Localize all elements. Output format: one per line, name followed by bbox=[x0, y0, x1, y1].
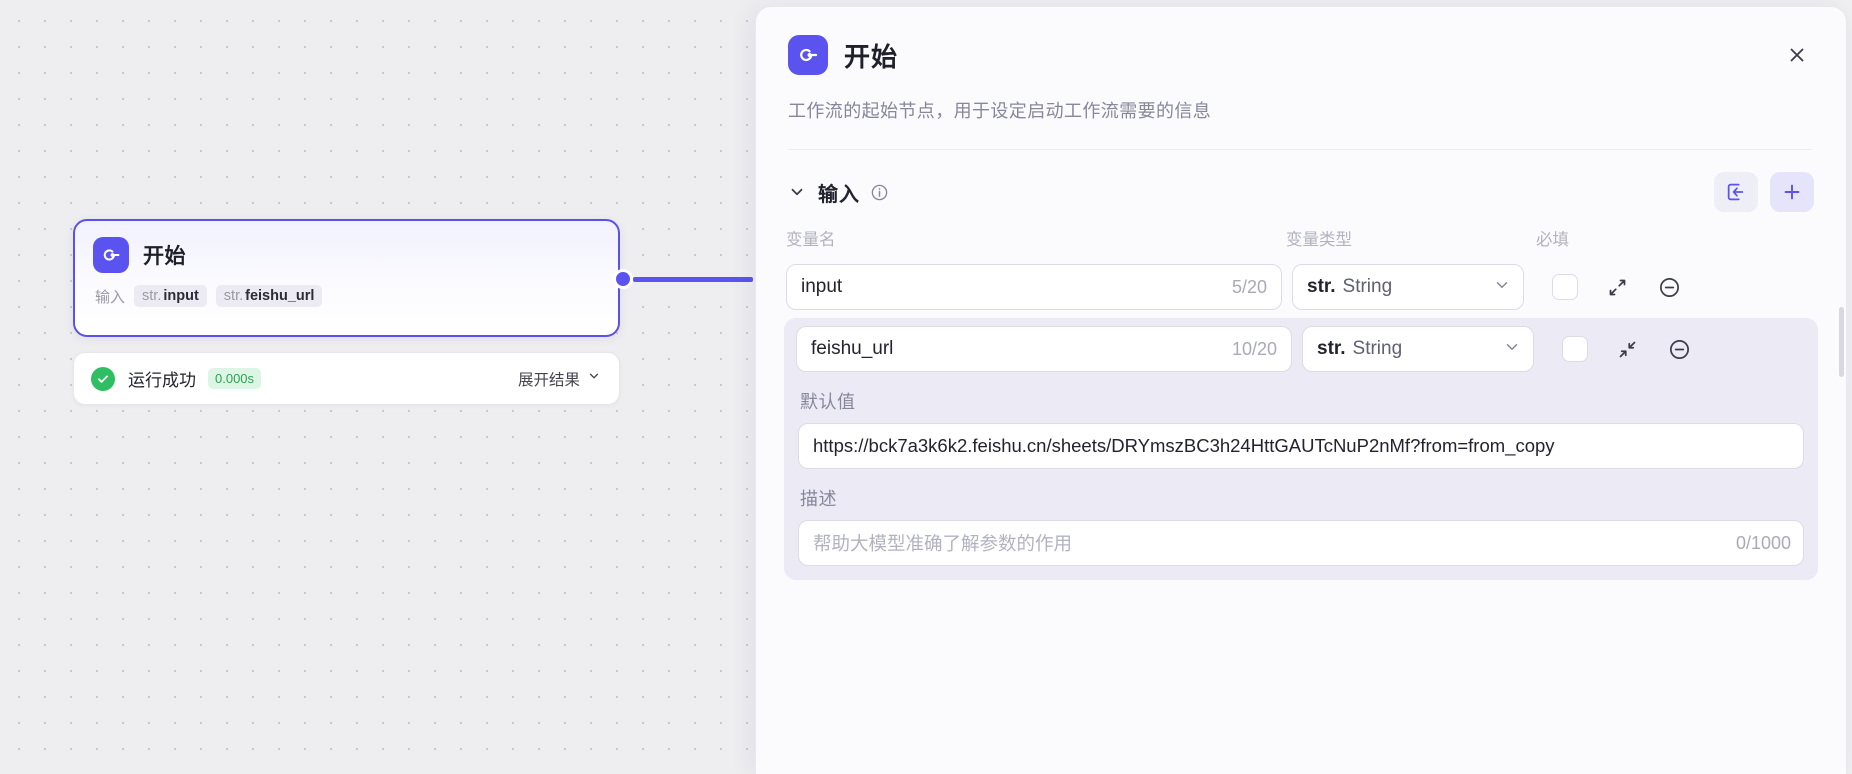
variable-type-prefix: str. bbox=[1307, 276, 1336, 297]
variable-tag-input: str.input bbox=[134, 285, 207, 307]
workflow-canvas[interactable]: 开始 输入 str.input str.feishu_url 运行成功 0.00… bbox=[0, 0, 760, 774]
start-node-variables: 输入 str.input str.feishu_url bbox=[75, 273, 618, 307]
start-node-icon bbox=[93, 237, 129, 273]
start-node-icon bbox=[788, 35, 828, 75]
description-placeholder: 帮助大模型准确了解参数的作用 bbox=[813, 533, 1073, 554]
input-section-title: 输入 bbox=[818, 183, 860, 206]
minus-circle-icon[interactable] bbox=[1664, 334, 1694, 364]
default-value-label: 默认值 bbox=[800, 392, 856, 412]
node-output-port[interactable] bbox=[613, 269, 633, 289]
node-detail-panel: 开始 工作流的起始节点，用于设定启动工作流需要的信息 输入 bbox=[755, 6, 1847, 774]
variable-tag-prefix: str. bbox=[142, 288, 162, 304]
variable-type-name: String bbox=[1352, 338, 1403, 359]
chevron-down-icon bbox=[1493, 276, 1511, 299]
column-header-name: 变量名 bbox=[786, 231, 836, 249]
variable-tag-name: feishu_url bbox=[245, 288, 315, 304]
start-node-header: 开始 bbox=[75, 221, 618, 273]
plus-icon[interactable] bbox=[1770, 172, 1814, 212]
description-block: 描述 帮助大模型准确了解参数的作用 0/1000 bbox=[796, 469, 1806, 566]
variable-type-name: String bbox=[1342, 276, 1393, 297]
start-node-vars-label: 输入 bbox=[95, 288, 126, 306]
minus-circle-icon[interactable] bbox=[1654, 272, 1684, 302]
variable-name-counter: 10/20 bbox=[1231, 338, 1277, 359]
required-checkbox[interactable] bbox=[1552, 274, 1578, 300]
input-columns-header: 变量名 变量类型 必填 bbox=[756, 212, 1846, 250]
variable-name-value: input bbox=[801, 276, 843, 297]
required-checkbox[interactable] bbox=[1562, 336, 1588, 362]
variable-name-input[interactable]: input 5/20 bbox=[786, 264, 1282, 310]
run-duration-badge: 0.000s bbox=[208, 368, 262, 389]
expand-result-button[interactable]: 展开结果 bbox=[518, 368, 601, 390]
panel-header-top: 开始 bbox=[788, 35, 1814, 75]
panel-scrollbar[interactable] bbox=[1839, 307, 1844, 377]
node-run-status-bar[interactable]: 运行成功 0.000s 展开结果 bbox=[73, 352, 620, 405]
column-header-required: 必填 bbox=[1536, 231, 1569, 249]
start-node[interactable]: 开始 输入 str.input str.feishu_url bbox=[73, 219, 620, 337]
variable-type-select[interactable]: str. String bbox=[1292, 264, 1524, 310]
input-rows: input 5/20 str. String bbox=[756, 250, 1846, 580]
variable-type-prefix: str. bbox=[1317, 338, 1346, 359]
table-row: input 5/20 str. String bbox=[784, 258, 1818, 316]
start-node-title: 开始 bbox=[143, 245, 186, 268]
default-value-text: https://bck7a3k6k2.feishu.cn/sheets/DRYm… bbox=[813, 435, 1555, 456]
info-circle-icon[interactable] bbox=[870, 183, 889, 202]
default-value-input[interactable]: https://bck7a3k6k2.feishu.cn/sheets/DRYm… bbox=[798, 423, 1804, 469]
expand-arrows-icon[interactable] bbox=[1602, 272, 1632, 302]
default-value-block: 默认值 https://bck7a3k6k2.feishu.cn/sheets/… bbox=[796, 372, 1806, 469]
run-status-text: 运行成功 bbox=[128, 371, 196, 390]
variable-name-counter: 5/20 bbox=[1231, 276, 1267, 297]
panel-title: 开始 bbox=[844, 41, 899, 72]
node-output-edge bbox=[633, 277, 753, 282]
variable-tag-feishu-url: str.feishu_url bbox=[215, 285, 323, 307]
description-input[interactable]: 帮助大模型准确了解参数的作用 0/1000 bbox=[798, 520, 1804, 566]
chevron-down-icon[interactable] bbox=[786, 181, 808, 203]
panel-header: 开始 工作流的起始节点，用于设定启动工作流需要的信息 bbox=[756, 7, 1846, 150]
table-row: feishu_url 10/20 str. String bbox=[784, 318, 1818, 580]
variable-type-select[interactable]: str. String bbox=[1302, 326, 1534, 372]
chevron-down-icon bbox=[1503, 338, 1521, 361]
column-header-type: 变量类型 bbox=[1286, 231, 1352, 249]
import-variable-icon[interactable] bbox=[1714, 172, 1758, 212]
input-section-header: 输入 bbox=[756, 150, 1846, 212]
expand-result-label: 展开结果 bbox=[517, 371, 580, 389]
panel-description: 工作流的起始节点，用于设定启动工作流需要的信息 bbox=[788, 97, 1812, 150]
variable-name-value: feishu_url bbox=[811, 338, 894, 359]
success-check-icon bbox=[91, 366, 115, 391]
description-counter: 0/1000 bbox=[1735, 532, 1791, 553]
input-section-actions bbox=[1714, 172, 1814, 212]
chevron-down-icon bbox=[587, 369, 601, 388]
variable-tag-prefix: str. bbox=[223, 288, 244, 304]
variable-name-input[interactable]: feishu_url 10/20 bbox=[796, 326, 1292, 372]
variable-tag-name: input bbox=[163, 288, 199, 304]
close-icon[interactable] bbox=[1780, 38, 1814, 72]
collapse-arrows-icon[interactable] bbox=[1612, 334, 1642, 364]
description-label: 描述 bbox=[800, 489, 837, 509]
